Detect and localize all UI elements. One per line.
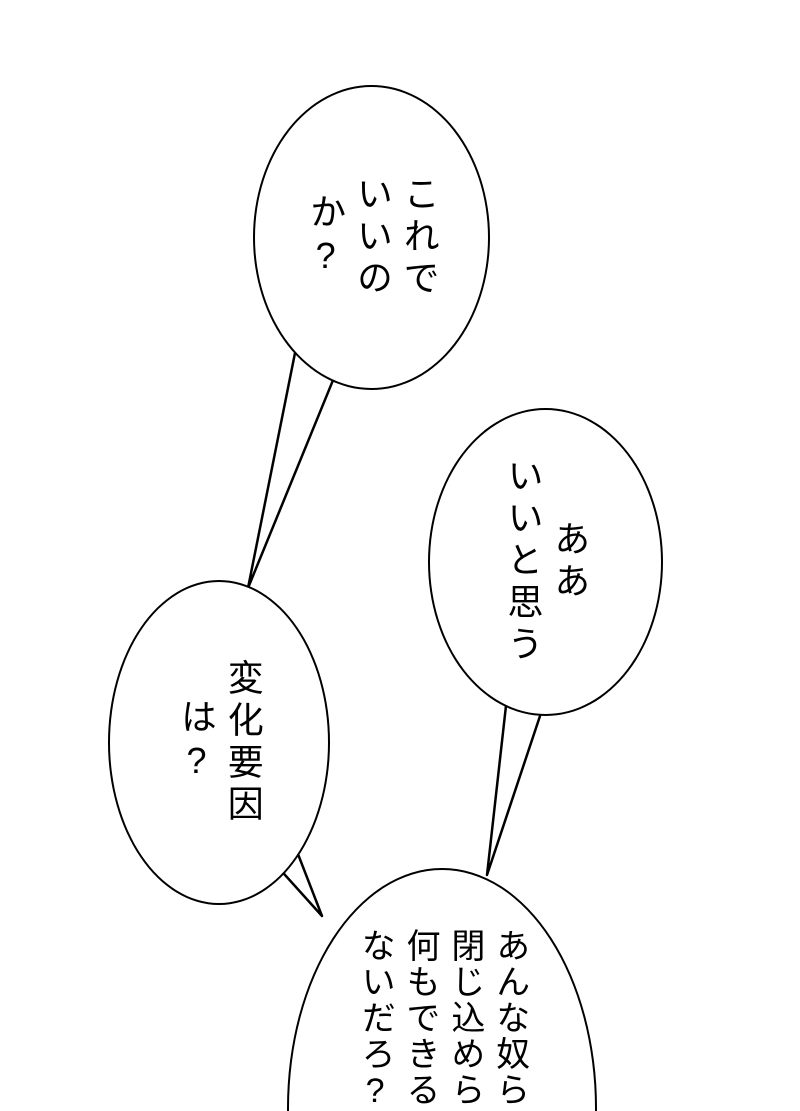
speech-bubble-2: ああ いいと思う xyxy=(428,408,663,716)
speech-bubble-1-text: これで いいの か? xyxy=(305,174,440,301)
speech-bubble-2-text: ああ いいと思う xyxy=(502,457,591,667)
speech-bubble-1: これで いいの か? xyxy=(253,85,490,390)
speech-bubble-3-text: 変化要因 は? xyxy=(176,658,264,827)
bubble-2-tail xyxy=(485,669,554,877)
speech-bubble-4-text: あんな奴ら 閉じ込めら 何もできる ないだろ? xyxy=(356,928,529,1111)
speech-bubble-3: 変化要因 は? xyxy=(108,580,330,905)
